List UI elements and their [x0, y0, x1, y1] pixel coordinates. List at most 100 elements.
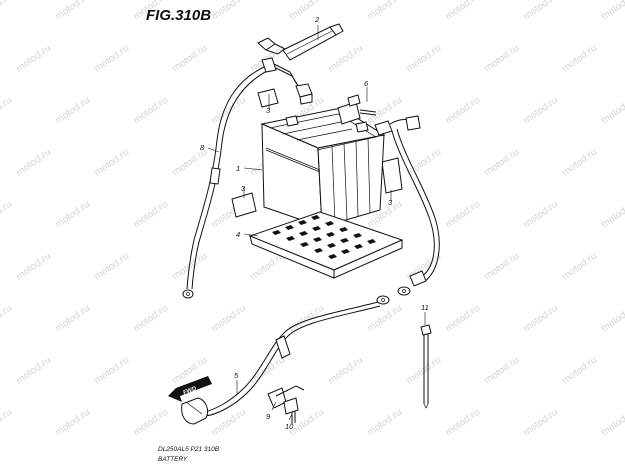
watermark-text: motod.ru: [53, 0, 92, 22]
tray-slot: [328, 254, 337, 259]
tray-slot: [298, 220, 307, 225]
watermark-text: motod.ru: [0, 0, 14, 22]
watermark-text: motod.ru: [53, 199, 92, 231]
watermark-text: motod.ru: [131, 199, 170, 231]
watermark-text: motod.ru: [443, 407, 482, 439]
battery-pad-top[interactable]: [257, 88, 279, 108]
watermark-text: motod.ru: [560, 355, 599, 387]
tray-slot: [340, 238, 349, 243]
watermark-text: motod.ru: [92, 251, 131, 283]
watermark-text: motod.ru: [365, 407, 404, 439]
fuse-holder[interactable]: [337, 94, 377, 125]
figure-title: FIG.310B: [146, 7, 211, 24]
watermark-text: motod.ru: [0, 95, 14, 127]
watermark-text: motod.ru: [0, 303, 14, 335]
cable-tie[interactable]: [420, 324, 432, 409]
tray-slot: [313, 237, 322, 242]
watermark-text: motod.ru: [131, 407, 170, 439]
watermark-text: motod.ru: [14, 43, 53, 75]
mounting-bolt[interactable]: [283, 397, 299, 424]
forward-badge-text: FWD: [182, 386, 198, 397]
watermark-text: motod.ru: [482, 147, 521, 179]
watermark-text: motod.ru: [326, 355, 365, 387]
section-name: BATTERY: [158, 456, 188, 463]
watermark-text: motod.ru: [14, 355, 53, 387]
battery-cable-negative[interactable]: [182, 57, 301, 299]
watermark-text: motod.ru: [521, 407, 560, 439]
watermark-text: motod.ru: [14, 251, 53, 283]
tray-slots: [272, 215, 376, 259]
watermark-text: motod.ru: [365, 303, 404, 335]
battery-cable-positive[interactable]: [181, 115, 440, 425]
watermark-text: motod.ru: [560, 147, 599, 179]
tray-slot: [314, 248, 323, 253]
watermark-text: motod.ru: [209, 303, 248, 335]
watermark-text: motod.ru: [599, 199, 625, 231]
watermark-text: motod.ru: [599, 303, 625, 335]
tray-slot: [272, 230, 281, 235]
watermark-text: motod.ru: [599, 407, 625, 439]
callout-10: 10: [285, 422, 294, 431]
watermark-text: motod.ru: [287, 303, 326, 335]
tray-slot: [354, 244, 363, 249]
leader-lines: [207, 25, 426, 421]
battery-pad-side[interactable]: [381, 157, 403, 194]
watermark-text: motod.ru: [53, 95, 92, 127]
watermark-text: motod.ru: [599, 95, 625, 127]
tray-slot: [285, 225, 294, 230]
battery-tray[interactable]: [248, 211, 404, 279]
watermark-text: motod.ru: [0, 407, 14, 439]
watermark-text: motod.ru: [482, 43, 521, 75]
tray-slot: [339, 227, 348, 232]
tray-slot: [367, 239, 376, 244]
tray-slot: [299, 231, 308, 236]
battery[interactable]: [260, 107, 386, 228]
tray-slot: [325, 221, 334, 226]
tray-slot: [326, 232, 335, 237]
watermark-text: motod.ru: [443, 0, 482, 22]
watermark-text: motod.ru: [365, 0, 404, 22]
callout-4: 4: [236, 230, 240, 239]
watermark-text: motod.ru: [170, 43, 209, 75]
callout-3-side: 3: [388, 198, 393, 207]
negative-terminal-bracket[interactable]: [295, 83, 313, 105]
watermark-text: motod.ru: [404, 43, 443, 75]
tray-slot: [300, 242, 309, 247]
tray-slot: [327, 243, 336, 248]
watermark-text: motod.ru: [521, 199, 560, 231]
tray-slot: [312, 226, 321, 231]
forward-direction-badge: FWD: [168, 376, 212, 402]
watermark-text: motod.ru: [560, 43, 599, 75]
watermark-text: motod.ru: [209, 0, 248, 22]
battery-pad-front[interactable]: [231, 192, 257, 218]
watermark-text: motod.ru: [92, 147, 131, 179]
callout-5: 5: [234, 371, 239, 380]
battery-strap[interactable]: [257, 23, 344, 61]
tray-slot: [311, 215, 320, 220]
watermark-text: motod.ru: [443, 95, 482, 127]
tray-slot: [341, 249, 350, 254]
callout-3-front: 3: [241, 184, 246, 193]
watermark-text: motod.ru: [209, 95, 248, 127]
watermark-text: motod.ru: [521, 0, 560, 22]
watermark-text: motod.ru: [209, 407, 248, 439]
watermark-text: motod.ru: [560, 251, 599, 283]
watermark-text: motod.ru: [443, 199, 482, 231]
watermark-text: motod.ru: [131, 303, 170, 335]
watermark-text: motod.ru: [443, 303, 482, 335]
watermark-text: motod.ru: [521, 303, 560, 335]
callout-11: 11: [421, 303, 429, 312]
watermark-text: motod.ru: [248, 355, 287, 387]
watermark-text: motod.ru: [92, 355, 131, 387]
watermark-text: motod.ru: [326, 43, 365, 75]
watermark-text: motod.ru: [287, 0, 326, 22]
watermark-text: motod.ru: [0, 199, 14, 231]
watermark-text: motod.ru: [53, 303, 92, 335]
callout-9: 9: [266, 412, 271, 421]
watermark-text: motod.ru: [14, 147, 53, 179]
watermark-text: motod.ru: [131, 95, 170, 127]
watermark-text: motod.ru: [92, 43, 131, 75]
callout-8: 8: [200, 143, 205, 152]
